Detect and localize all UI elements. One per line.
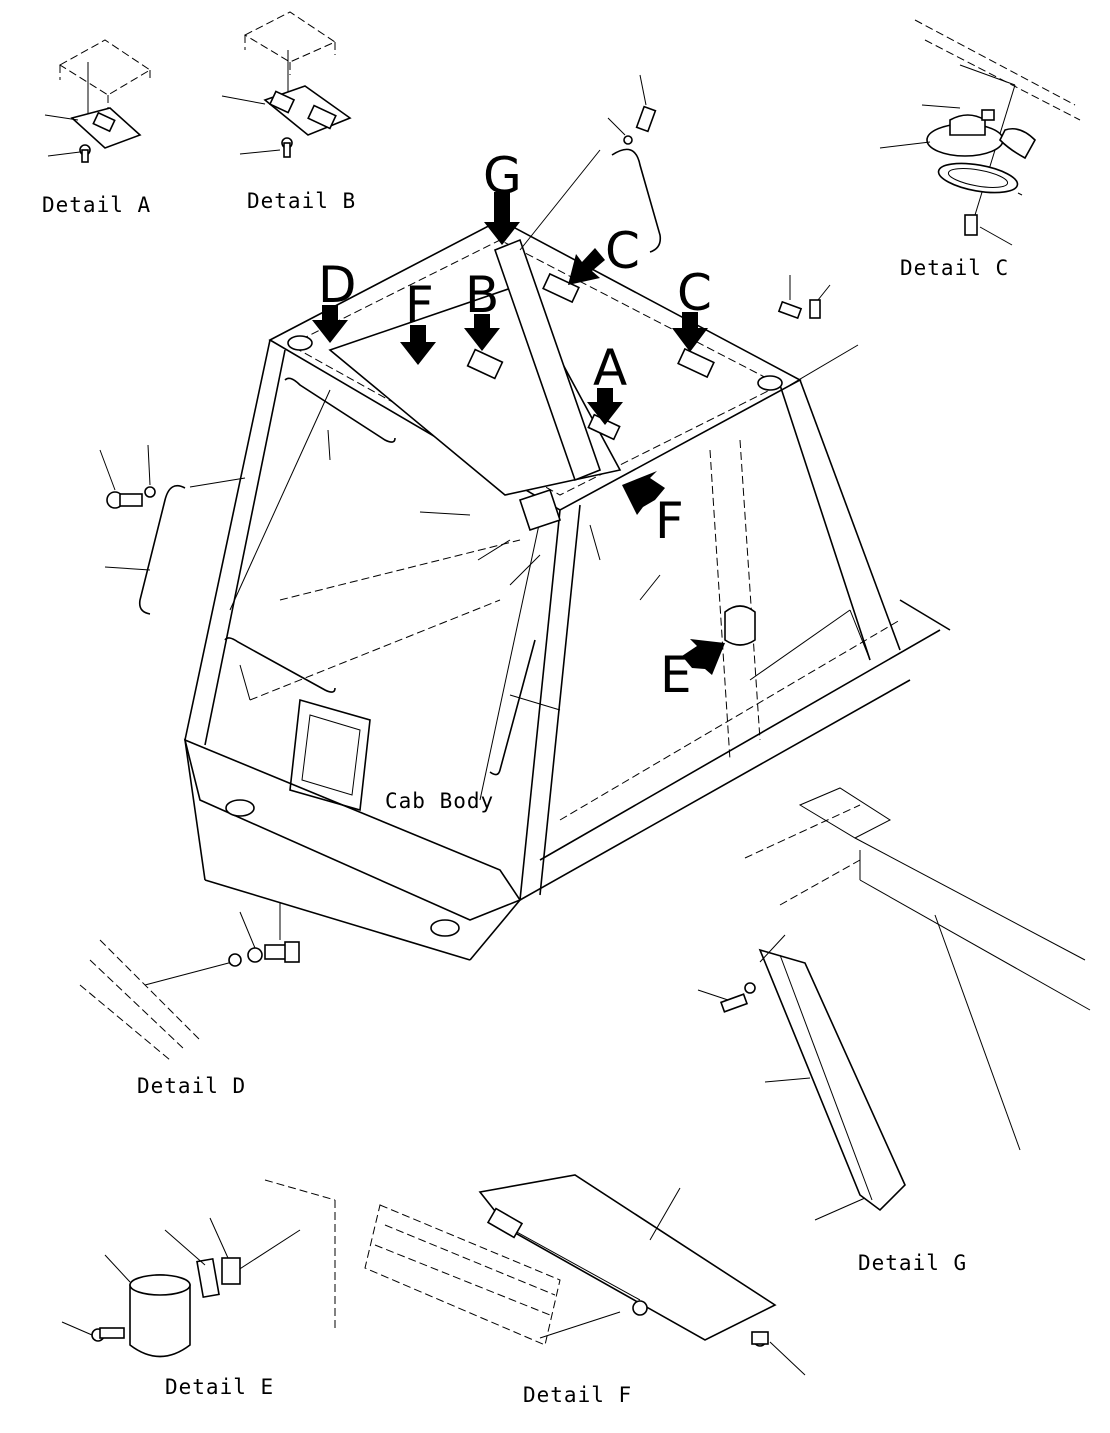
- cab-body-label: Cab Body: [385, 789, 494, 813]
- callout-b: B: [465, 266, 499, 324]
- detail-a-drawing: [44, 39, 151, 163]
- callout-c-left: C: [605, 222, 640, 280]
- callout-d: D: [318, 256, 357, 314]
- callout-a: A: [593, 339, 627, 397]
- detail-b-drawing: [221, 11, 352, 158]
- detail-f-drawing: [364, 1174, 806, 1376]
- callout-e: E: [660, 646, 692, 704]
- detail-f-label: Detail F: [523, 1383, 632, 1407]
- cab-body-drawing: [99, 74, 951, 961]
- callout-g: G: [483, 147, 522, 205]
- detail-g-drawing: [697, 787, 1091, 1221]
- detail-c-drawing: [879, 19, 1081, 246]
- detail-a-label: Detail A: [42, 193, 151, 217]
- detail-e-drawing: [61, 1179, 336, 1358]
- callout-c-right: C: [677, 264, 712, 322]
- detail-d-label: Detail D: [137, 1074, 246, 1098]
- callout-f-right: F: [655, 492, 684, 550]
- detail-d-drawing: [79, 902, 300, 1061]
- callout-f-top: F: [405, 276, 434, 334]
- detail-b-label: Detail B: [247, 189, 356, 213]
- detail-c-label: Detail C: [900, 256, 1009, 280]
- callout-arrows: [312, 192, 725, 675]
- detail-e-label: Detail E: [165, 1375, 274, 1399]
- detail-g-label: Detail G: [858, 1251, 967, 1275]
